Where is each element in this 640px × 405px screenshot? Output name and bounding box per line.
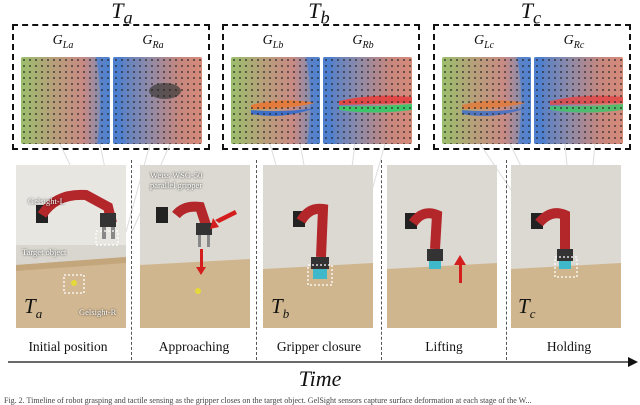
photo-t-label-c: Tc	[518, 294, 536, 322]
step-label-holding: Holding	[546, 339, 592, 354]
time-label-c: Tc	[520, 0, 542, 28]
tactile-image-rb	[323, 57, 412, 144]
gelsight-label-rc: GRc	[563, 33, 585, 51]
tactile-image-ra	[113, 57, 202, 144]
gelsight-label-lc: GLc	[473, 33, 495, 51]
annotation-target-object: Target object	[22, 247, 67, 257]
gelsight-label-ra: GRa	[142, 33, 164, 51]
tactile-image-rc	[534, 57, 623, 144]
time-axis-arrow	[8, 357, 638, 367]
separator-1	[131, 160, 132, 360]
time-label-a: Ta	[111, 0, 133, 28]
time-label-b: Tb	[308, 0, 330, 28]
step-label-initial-position: Initial position	[28, 339, 108, 354]
photo-gripper-closure	[263, 165, 373, 328]
tactile-image-lc	[442, 57, 531, 144]
tactile-image-la	[21, 57, 110, 144]
photo-t-label-b: Tb	[271, 294, 290, 322]
separator-2	[256, 160, 257, 360]
step-label-approaching: Approaching	[158, 339, 230, 354]
tactile-image-lb	[231, 57, 320, 144]
photo-holding	[511, 165, 621, 328]
separator-3	[381, 160, 382, 360]
gelsight-label-lb: GLb	[262, 33, 284, 51]
step-label-lifting: Lifting	[425, 339, 463, 354]
photo-lifting	[387, 165, 497, 328]
step-label-gripper-closure: Gripper closure	[276, 339, 362, 354]
gelsight-label-la: GLa	[52, 33, 74, 51]
annotation-gripper-line1: Weiss WSG-50	[150, 170, 203, 180]
gelsight-label-rb: GRb	[352, 33, 374, 51]
photo-approaching	[140, 165, 250, 328]
photo-initial-position	[16, 165, 126, 328]
photo-t-label-a: Ta	[24, 294, 43, 322]
annotation-gelsight-r: Gelsight-R	[79, 307, 117, 317]
separator-4	[506, 160, 507, 360]
axis-label-time: Time	[298, 366, 342, 391]
figure-caption: Fig. 2. Timeline of robot grasping and t…	[4, 396, 532, 405]
annotation-gelsight-l: Gelsight-L	[28, 196, 65, 206]
annotation-gripper-line2: parallel gripper	[150, 180, 203, 190]
